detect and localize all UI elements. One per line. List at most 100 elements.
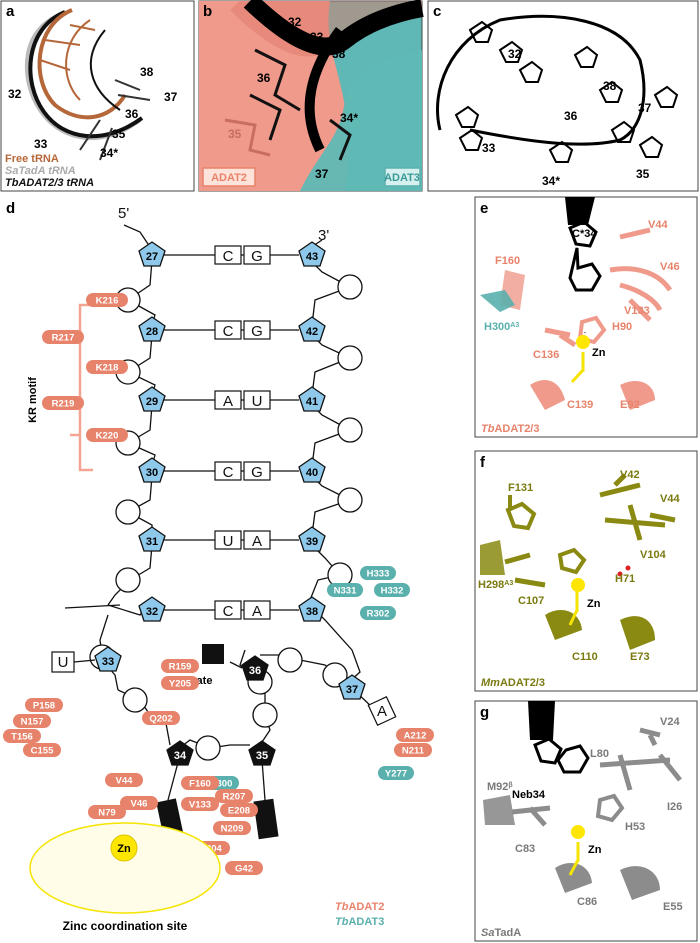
panel-e-letter: e [480,200,488,217]
adat2-residue-pill: C155 [23,743,61,757]
adat2-residue-pill: V133 [181,797,219,811]
panel-f: f F131 V42 V44 V104 H298A3 H71 C107 Zn C… [474,450,698,692]
residue-label: K220 [96,431,119,442]
label-f160: F160 [495,255,520,267]
residue-label: N331 [334,586,357,597]
base-letter: A [223,393,233,410]
label-37: 37 [315,167,329,181]
residue-label: V133 [189,800,211,811]
anticodon-loop: 33 U 34 C* 35 G 36 U Gate 37 A [51,644,397,840]
adat2-residue-pill: R207 [215,789,253,803]
label-v46: V46 [660,261,680,273]
kr-residue-pill: K218 [86,360,128,374]
residue-label: H300 [210,779,233,790]
caption-g: SaTadA [481,927,521,939]
residue-label: N211 [402,746,425,757]
nucleotide-33: 33 [102,656,114,668]
residue-label: A212 [404,731,427,742]
panel-b-letter: b [203,3,212,20]
residue-label: N157 [21,717,44,728]
residue-label: F160 [189,779,211,790]
residue-label: K218 [96,363,119,374]
tag-adat3: ADAT3 [384,172,420,184]
residue-label: Q202 [149,714,172,725]
label-36: 36 [125,107,139,121]
label-h298: H298A3 [478,579,513,591]
nucleotide-number: 42 [306,326,318,338]
nucleotide-number: 43 [306,251,318,263]
label-32: 32 [288,15,302,29]
nucleotide-number: 41 [306,396,318,408]
label-32: 32 [8,87,22,101]
base-letter: G [251,248,263,265]
stem-row: 32 C A 38 [138,596,326,622]
base-letter: C [223,248,234,265]
tb-adat-trna-backbone [28,10,144,139]
five-prime-label: 5' [118,205,129,222]
label-v133: V133 [624,305,650,317]
nucleotide-number: 30 [146,467,158,479]
residue-label: R217 [52,333,75,344]
label-zn: Zn [592,347,606,359]
adat2-residue-pill: P158 [25,698,63,712]
label-36: 36 [257,71,271,85]
trna-backbone-cartoon [243,0,424,56]
residue-label: H333 [367,569,390,580]
label-zn: Zn [587,598,601,610]
nucleotide-number: 29 [146,396,158,408]
residue-label: E208 [228,806,250,817]
stem-row: 30 C G 40 [138,457,326,483]
adat3-residue-pill: Y277 [378,766,414,780]
nucleotide-number: 32 [146,606,158,618]
label-h71: H71 [615,573,635,585]
label-c139: C139 [567,399,593,411]
base-letter: C [223,603,234,620]
label-v44: V44 [648,219,668,231]
nucleotide-number: 38 [306,606,318,618]
residue-pills: K216R217K218R219K220H333H332N331R302Y277… [3,293,434,895]
base-34: C* [162,811,179,828]
label-h53: H53 [625,821,645,833]
kr-residue-pill: R219 [42,396,84,410]
free-trna-backbone [37,8,127,120]
base-letter: C [223,464,234,481]
zinc-coordination-site: Zn Zinc coordination site [29,822,221,933]
adat3-residue-pill: H332 [374,583,410,597]
panel-a: a 32 33 34* 35 36 37 38 Free tRNA SaTadA… [0,0,195,192]
label-34star: 34* [340,111,358,125]
legend-tb-adat-trna: TbADAT2/3 tRNA [5,177,94,189]
adat2-residue-pill: V44 [105,773,143,787]
panel-g: g V24 L80 Neb34 I26 M92β H53 C83 Zn C86 … [474,700,698,942]
caption-f: MmADAT2/3 [481,677,545,689]
base-letter: A [252,603,262,620]
nucleotide-37: 37 [346,684,358,696]
residue-label: G42 [235,864,253,875]
panel-f-letter: f [480,454,486,471]
base-letter: C [223,323,234,340]
label-34star: 34* [542,174,560,188]
legend-adat2: TbADAT2 [335,901,384,913]
label-35: 35 [228,127,242,141]
three-prime-label: 3' [318,227,329,244]
residue-label: R302 [367,609,390,620]
base-letter: G [251,464,263,481]
residue-label: Y277 [385,769,407,780]
nucleotide-number: 40 [306,467,318,479]
nucleotide-number: 31 [146,536,158,548]
residue-label: C155 [31,746,54,757]
nucleotide-36: 36 [249,665,261,677]
label-c110: C110 [572,651,598,663]
base-letter: U [223,533,234,550]
residue-label: R219 [52,399,75,410]
adat2-residue-pill: T156 [3,729,41,743]
label-e55: E55 [663,901,683,913]
nucleotide-35: 35 [256,750,268,762]
label-33: 33 [34,137,48,151]
residue-label: H332 [381,586,404,597]
residue-label: V44 [116,776,134,787]
adat2-residue-pill: E208 [220,803,258,817]
residue-label: N209 [221,824,244,835]
adat2-residue-pill: F160 [181,776,219,790]
label-e92: E92 [620,399,640,411]
